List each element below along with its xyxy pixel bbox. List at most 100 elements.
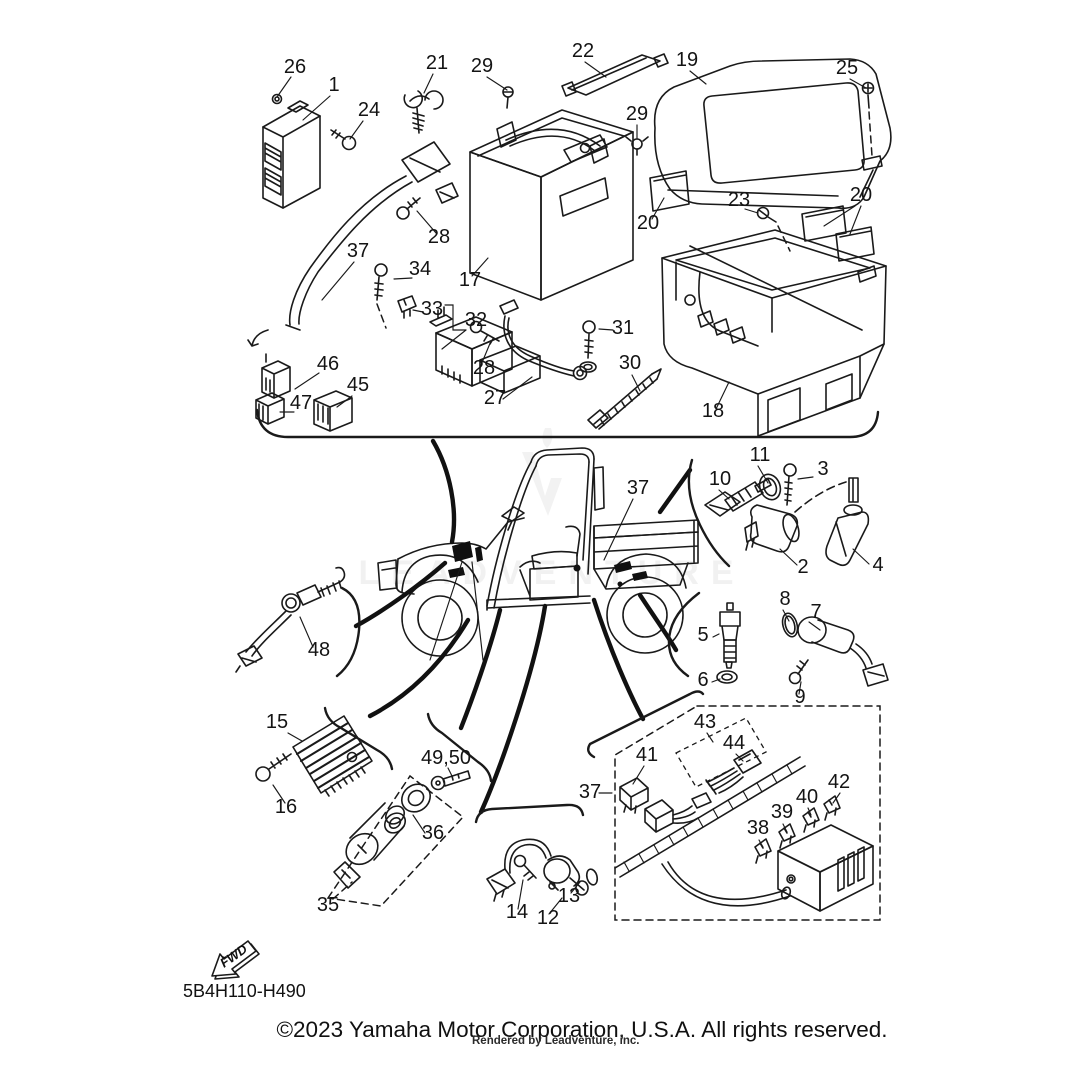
part-bolt-16 xyxy=(255,753,292,782)
part-sensor-48 xyxy=(235,566,346,673)
part-oring-11 xyxy=(758,473,782,501)
callout-37: 37 xyxy=(627,477,649,499)
part-gasket-6 xyxy=(716,670,738,684)
callout-13: 13 xyxy=(558,885,580,907)
part-screw-25 xyxy=(861,81,883,171)
callout-41: 41 xyxy=(636,744,658,766)
callout-35: 35 xyxy=(317,894,339,916)
callout-8: 8 xyxy=(779,588,790,610)
part-pads-20 xyxy=(649,170,875,262)
part-relay-assy-32 xyxy=(429,306,541,394)
top-section-border xyxy=(255,408,880,439)
callout-31: 31 xyxy=(612,317,634,339)
callout-47: 47 xyxy=(290,392,312,414)
callout-29: 29 xyxy=(471,55,493,77)
group-speed-sensor xyxy=(486,838,599,902)
callout-46: 46 xyxy=(317,353,339,375)
callout-49,50: 49,50 xyxy=(421,747,471,769)
callout-20: 20 xyxy=(637,212,659,234)
callout-44: 44 xyxy=(723,732,745,754)
callout-3: 3 xyxy=(817,458,828,480)
callout-7: 7 xyxy=(810,601,821,623)
part-relay-45 xyxy=(313,390,353,432)
part-strap-22 xyxy=(561,53,669,97)
callout-21: 21 xyxy=(426,52,448,74)
callout-34: 34 xyxy=(409,258,431,280)
fwd-arrow: FWD xyxy=(211,940,260,980)
part-plug-cap-4 xyxy=(825,477,870,567)
part-bolt-24 xyxy=(330,129,357,151)
callout-1: 1 xyxy=(328,74,339,96)
part-bolt-9 xyxy=(788,659,809,685)
callout-22: 22 xyxy=(572,40,594,62)
group-main-switch xyxy=(326,770,471,907)
leader-curves xyxy=(353,438,693,815)
part-lead-wire-37 xyxy=(247,141,459,347)
diagram-code: 5B4H110-H490 xyxy=(183,981,306,1001)
part-oil-sensor-7 xyxy=(797,616,889,687)
callout-39: 39 xyxy=(771,801,793,823)
part-bolt-28a xyxy=(396,197,421,220)
callout-2: 2 xyxy=(797,556,808,578)
callout-leaders xyxy=(272,61,870,915)
callout-12: 12 xyxy=(537,907,559,929)
callout-48: 48 xyxy=(308,639,330,661)
part-spark-plug-5 xyxy=(719,602,741,669)
callout-23: 23 xyxy=(728,189,750,211)
part-relay-46 xyxy=(261,353,291,399)
part-clamp-21 xyxy=(403,90,444,134)
callout-5: 5 xyxy=(697,624,708,646)
copyright-text: ©2023 Yamaha Motor Corporation, U.S.A. A… xyxy=(276,1017,887,1042)
callout-19: 19 xyxy=(676,49,698,71)
callout-32: 32 xyxy=(465,309,487,331)
callout-40: 40 xyxy=(796,786,818,808)
part-fuse-33 xyxy=(397,295,417,319)
callout-25: 25 xyxy=(836,57,858,79)
callout-10: 10 xyxy=(709,468,731,490)
callout-27: 27 xyxy=(484,387,506,409)
part-bolt-34 xyxy=(374,263,388,329)
callout-6: 6 xyxy=(697,669,708,691)
callout-37: 37 xyxy=(347,240,369,262)
callout-45: 45 xyxy=(347,374,369,396)
callout-11: 11 xyxy=(750,444,771,466)
part-tray-19 xyxy=(653,58,892,210)
callout-24: 24 xyxy=(358,99,380,121)
callout-33: 33 xyxy=(421,298,443,320)
callout-38: 38 xyxy=(747,817,769,839)
part-bolt-31 xyxy=(579,320,597,373)
callout-42: 42 xyxy=(828,771,850,793)
callout-30: 30 xyxy=(619,352,641,374)
callout-28: 28 xyxy=(428,226,450,248)
part-relay-47 xyxy=(255,392,285,425)
callout-43: 43 xyxy=(694,711,716,733)
group-fuse-box-37 xyxy=(614,705,881,921)
part-ignition-coil-2 xyxy=(744,481,847,553)
callout-18: 18 xyxy=(702,400,724,422)
callout-16: 16 xyxy=(275,796,297,818)
part-nut-29b xyxy=(625,136,649,156)
part-screw-23 xyxy=(756,206,791,252)
vehicle-illustration xyxy=(377,447,699,661)
callout-29: 29 xyxy=(626,103,648,125)
group-brackets xyxy=(323,458,731,824)
callout-15: 15 xyxy=(266,711,288,733)
part-ecu xyxy=(262,93,321,209)
part-battery xyxy=(469,109,634,301)
callout-26: 26 xyxy=(284,56,306,78)
render-watermark: Rendered by Leadventure, inc. xyxy=(472,1035,639,1047)
part-rectifier-15 xyxy=(292,715,373,797)
part-cable-tie-30 xyxy=(587,368,662,430)
callout-4: 4 xyxy=(872,554,883,576)
callout-9: 9 xyxy=(794,686,805,708)
part-oring-8 xyxy=(781,612,799,638)
callout-14: 14 xyxy=(506,901,528,923)
callout-37: 37 xyxy=(579,781,601,803)
part-screw-29a xyxy=(502,86,514,109)
callout-17: 17 xyxy=(459,269,481,291)
callout-36: 36 xyxy=(422,822,444,844)
callout-20: 20 xyxy=(850,184,872,206)
